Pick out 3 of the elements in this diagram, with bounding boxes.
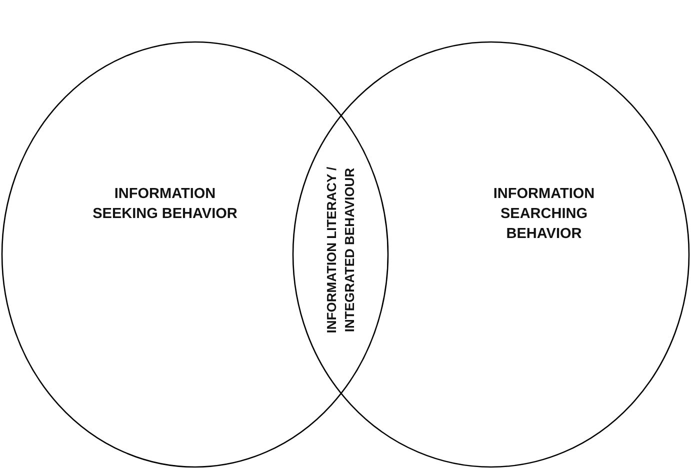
- set-label: INFORMATION LITERACY / INTEGRATED BEHAVIOUR: [323, 166, 358, 336]
- set-label: INFORMATION SEEKING BEHAVIOR: [92, 185, 238, 224]
- set-label: INFORMATION SEARCHING BEHAVIOR: [492, 185, 596, 244]
